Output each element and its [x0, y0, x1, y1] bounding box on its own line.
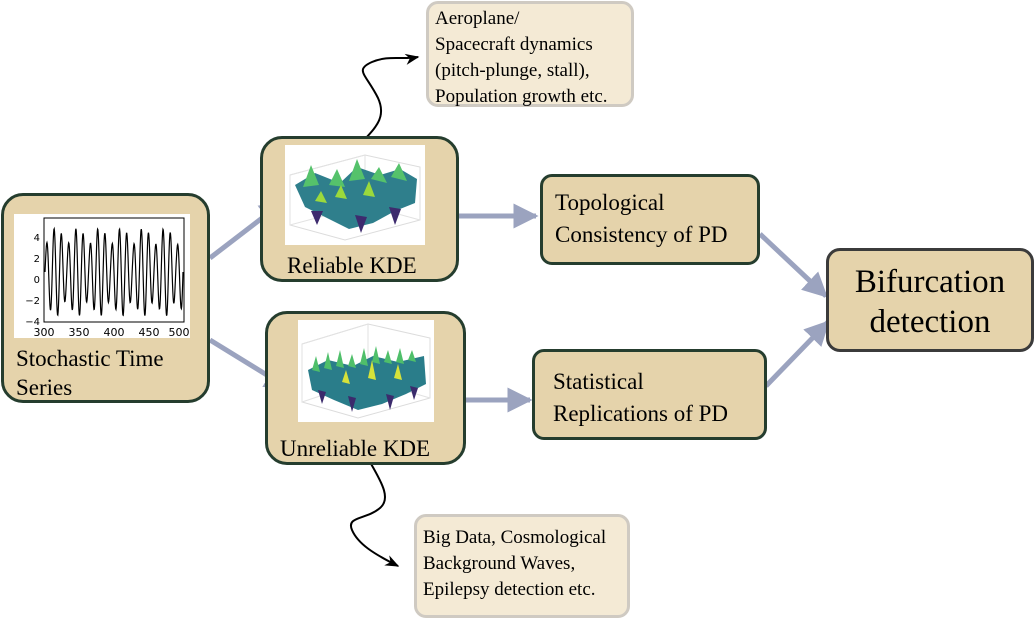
- note-top-line: Spacecraft dynamics: [435, 34, 593, 55]
- statistical-line2: Replications of PD: [553, 401, 729, 426]
- unreliable-kde-surface: [298, 320, 434, 422]
- time-series-plot: 4 2 0 −2 −4 300 350 400 450 500: [14, 214, 190, 338]
- bifurcation-line1: Bifurcation: [854, 264, 1006, 300]
- arrow-statistical-to-bifurcation: [764, 320, 830, 388]
- unreliable-kde-label: Unreliable KDE: [280, 436, 431, 461]
- note-applications-reliable: Aeroplane/ Spacecraft dynamics (pitch-pl…: [426, 1, 634, 107]
- node-unreliable-kde: Unreliable KDE: [265, 311, 466, 465]
- y-tick-label: −2: [25, 296, 40, 307]
- node-bifurcation-detection: Bifurcation detection: [826, 248, 1034, 352]
- statistical-line1: Statistical: [553, 369, 644, 394]
- x-tick-label: 400: [104, 326, 125, 338]
- time-series-chart: 4 2 0 −2 −4 300 350 400 450 500: [25, 217, 190, 338]
- x-tick-label: 350: [69, 326, 90, 338]
- unreliable-kde-surface-plot: [301, 323, 431, 419]
- y-tick-labels: 4 2 0 −2 −4: [25, 233, 40, 328]
- y-tick-label: 0: [34, 275, 40, 286]
- note-top-line: (pitch-plunge, stall),: [435, 60, 590, 81]
- note-applications-unreliable: Big Data, Cosmological Background Waves,…: [414, 514, 630, 618]
- x-tick-label: 500: [169, 326, 190, 338]
- note-bottom-line: Epilepsy detection etc.: [423, 579, 596, 600]
- x-tick-label: 300: [34, 326, 55, 338]
- y-tick-label: −4: [25, 317, 40, 328]
- topological-line1: Topological: [555, 190, 665, 215]
- bifurcation-line2: detection: [869, 304, 991, 340]
- note-bottom-line: Big Data, Cosmological: [423, 527, 607, 548]
- reliable-surface-peaks: [303, 159, 407, 187]
- note-top-line: Population growth etc.: [435, 86, 608, 107]
- arrow-topological-to-bifurcation: [758, 232, 828, 298]
- node-stochastic-time-series: 4 2 0 −2 −4 300 350 400 450 500 Stochast…: [1, 193, 210, 403]
- x-tick-label: 450: [139, 326, 160, 338]
- node-statistical-replications: Statistical Replications of PD: [532, 349, 767, 440]
- node-topological-consistency: Topological Consistency of PD: [540, 174, 760, 265]
- time-series-waveform: [44, 226, 184, 317]
- note-top-line: Aeroplane/: [435, 8, 520, 29]
- node-reliable-kde: Reliable KDE: [260, 136, 459, 282]
- reliable-kde-label: Reliable KDE: [287, 253, 417, 278]
- unreliable-surface-highlights: [342, 360, 402, 384]
- reliable-surface-valleys: [311, 207, 401, 233]
- y-tick-label: 2: [34, 254, 40, 265]
- reliable-surface-highlights: [315, 181, 375, 203]
- topological-line2: Consistency of PD: [555, 222, 728, 247]
- reliable-kde-surface-plot: [289, 154, 421, 241]
- note-bottom-line: Background Waves,: [423, 553, 576, 574]
- reliable-kde-surface: [285, 145, 425, 245]
- time-series-label-line1: Stochastic Time: [16, 346, 164, 371]
- squiggle-arrow-top: [357, 53, 420, 148]
- unreliable-surface-peaks: [312, 346, 416, 372]
- squiggle-arrow-bottom: [349, 461, 400, 567]
- x-tick-labels: 300 350 400 450 500: [34, 326, 190, 338]
- time-series-label-line2: Series: [16, 375, 73, 400]
- y-tick-label: 4: [34, 233, 40, 244]
